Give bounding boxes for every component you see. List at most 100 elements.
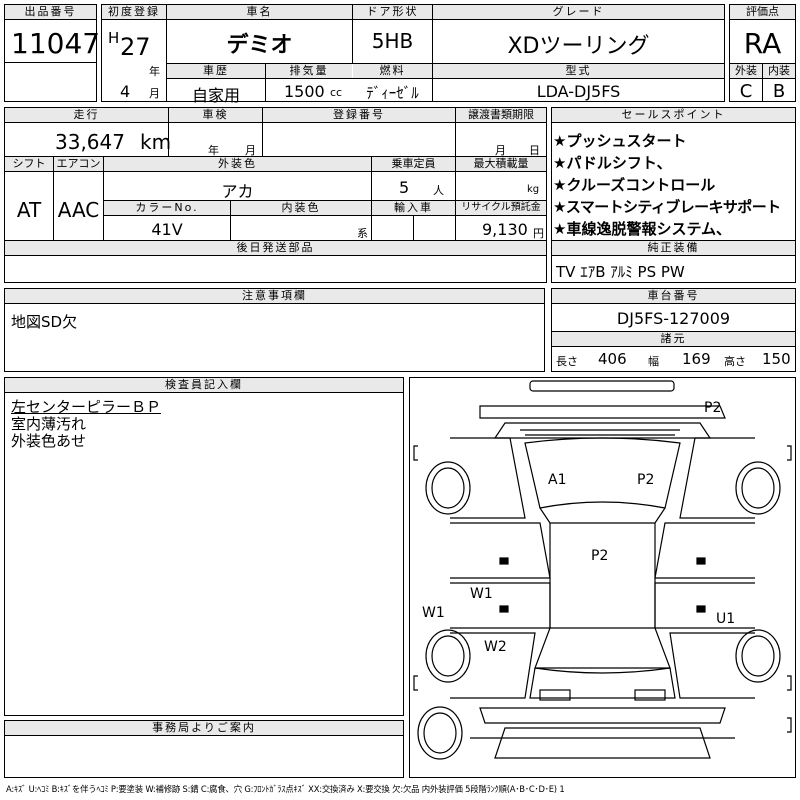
- equipment-header: 純正装備: [552, 241, 795, 256]
- length-label: 長さ: [556, 355, 578, 368]
- transfer-day-unit: 日: [529, 144, 540, 157]
- inspector-line: 室内薄汚れ: [11, 415, 87, 433]
- model-code: LDA-DJ5FS: [536, 82, 621, 101]
- sales-point: ★スマートシティブレーキサポート: [553, 198, 781, 216]
- capacity: 5: [399, 178, 410, 197]
- shift: AT: [16, 198, 42, 222]
- transfer-header: 譲渡書類期限: [456, 108, 546, 123]
- chassis-box: 車台番号 DJ5FS-127009 諸元 長さ 406 幅 169 高さ 150: [551, 288, 796, 372]
- score: RA: [743, 27, 782, 60]
- ac-header: エアコン: [54, 157, 103, 172]
- reg-no-header: 登録番号: [263, 108, 455, 123]
- chassis-number: DJ5FS-127009: [616, 309, 731, 328]
- notes-box: 注意事項欄 地図SD欠: [4, 288, 545, 372]
- recycle-header: リサイクル預託金: [456, 201, 546, 216]
- later-parts-header: 後日発送部品: [5, 241, 546, 256]
- load-header: 最大積載量: [456, 157, 546, 172]
- capacity-unit: 人: [433, 184, 444, 197]
- interior-header: 内装: [763, 64, 795, 79]
- history: 自家用: [191, 86, 240, 105]
- transfer-month-unit: 月: [495, 144, 506, 157]
- damage-mark: A1: [548, 472, 567, 488]
- damage-mark: W2: [484, 639, 507, 655]
- int-color-unit: 系: [357, 227, 368, 240]
- legend: A:ｷｽﾞ U:ﾍｺﾐ B:ｷｽﾞを伴うﾍｺﾐ P:要塗装 W:補修跡 S:錆 …: [6, 784, 565, 794]
- reg-month: 4: [120, 82, 131, 101]
- equipment: TV ｴｱB ｱﾙﾐ PS PW: [556, 263, 685, 281]
- inspector-box: 検査員記入欄 左センターピラーＢＰ 室内薄汚れ 外装色あせ: [4, 377, 404, 716]
- displacement: 1500: [284, 82, 325, 101]
- displacement-unit: cc: [330, 86, 343, 99]
- grade: XDツーリング: [507, 34, 650, 59]
- damage-mark: P2: [637, 472, 655, 488]
- sales-box: セールスポイント ★プッシュスタート ★パドルシフト、 ★クルーズコントロール …: [551, 107, 796, 283]
- inspection-month-unit: 月: [245, 144, 256, 157]
- exterior-grade: C: [739, 81, 753, 102]
- door-type: 5HB: [371, 29, 414, 53]
- inspector-header: 検査員記入欄: [5, 378, 403, 393]
- damage-mark: U1: [716, 611, 736, 627]
- height: 150: [762, 350, 791, 368]
- reg-year: 27: [120, 33, 151, 61]
- sales-header: セールスポイント: [552, 108, 795, 123]
- width-label: 幅: [648, 355, 659, 368]
- door-header: ドア形状: [353, 5, 432, 20]
- vehicle-box: 初度登録 車名 ドア形状 グレード 車歴 排気量 燃料 型式 H 27 年 4 …: [101, 4, 725, 105]
- damage-mark: P2: [591, 548, 609, 564]
- import-header: 輸入車: [372, 201, 455, 216]
- model-header: 型式: [433, 64, 724, 79]
- color-header: 外装色: [104, 157, 371, 172]
- height-label: 高さ: [724, 355, 746, 368]
- score-box: 評価点 RA 外装 内装 C B: [729, 4, 796, 102]
- specs-header: 諸元: [552, 332, 795, 347]
- office-header: 事務局よりご案内: [5, 721, 403, 736]
- load-unit: kg: [527, 184, 540, 195]
- inspection-year-unit: 年: [208, 144, 219, 157]
- ac: AAC: [57, 198, 100, 222]
- grade-header: グレード: [433, 5, 724, 20]
- mileage: 33,647: [55, 130, 125, 154]
- lot-number: 11047: [11, 27, 101, 60]
- exterior-color: アカ: [221, 182, 254, 201]
- era: H: [108, 29, 120, 47]
- first-reg-header: 初度登録: [102, 5, 166, 20]
- interior-grade: B: [772, 81, 786, 102]
- history-header: 車歴: [167, 64, 265, 79]
- sales-point: ★プッシュスタート: [553, 132, 687, 150]
- damage-diagram: P2 A1 P2 P2 W1 W1 W2 U1: [409, 377, 796, 778]
- shift-header: シフト: [5, 157, 53, 172]
- capacity-header: 乗車定員: [372, 157, 455, 172]
- lot-box: 出品番号 11047: [4, 4, 101, 102]
- notes-text: 地図SD欠: [11, 313, 78, 331]
- sales-point: ★クルーズコントロール: [553, 176, 716, 194]
- chassis-header: 車台番号: [552, 289, 795, 304]
- damage-mark: W1: [422, 605, 445, 621]
- color-no: 41V: [151, 220, 183, 239]
- sales-point: ★車線逸脱警報システム、: [553, 220, 731, 238]
- color-no-header: カラーNo.: [104, 201, 230, 216]
- length: 406: [598, 350, 627, 368]
- office-box: 事務局よりご案内: [4, 720, 404, 778]
- inspection-header: 車検: [169, 108, 262, 123]
- sales-point: ★パドルシフト、: [553, 154, 672, 172]
- lot-header: 出品番号: [5, 5, 96, 20]
- recycle-unit: 円: [533, 227, 544, 240]
- inspector-line: 外装色あせ: [11, 432, 87, 450]
- fuel-header: 燃料: [353, 64, 432, 79]
- notes-header: 注意事項欄: [5, 289, 544, 304]
- car-name-header: 車名: [167, 5, 352, 20]
- inspector-line: 左センターピラーＢＰ: [11, 398, 162, 416]
- mileage-header: 走行: [5, 108, 168, 123]
- displacement-header: 排気量: [266, 64, 352, 79]
- year-unit: 年: [149, 65, 160, 78]
- details-box: 走行 車検 登録番号 譲渡書類期限 33,647 km 年 月 月 日 シフト …: [4, 107, 547, 283]
- car-outline-diagram: [413, 380, 792, 760]
- damage-mark: P2: [704, 400, 722, 416]
- int-color-header: 内装色: [231, 201, 371, 216]
- damage-mark: W1: [470, 586, 493, 602]
- recycle: 9,130: [482, 220, 528, 239]
- mileage-unit: km: [140, 130, 172, 154]
- score-header: 評価点: [730, 5, 795, 20]
- car-name: デミオ: [226, 33, 293, 58]
- exterior-header: 外装: [730, 64, 762, 79]
